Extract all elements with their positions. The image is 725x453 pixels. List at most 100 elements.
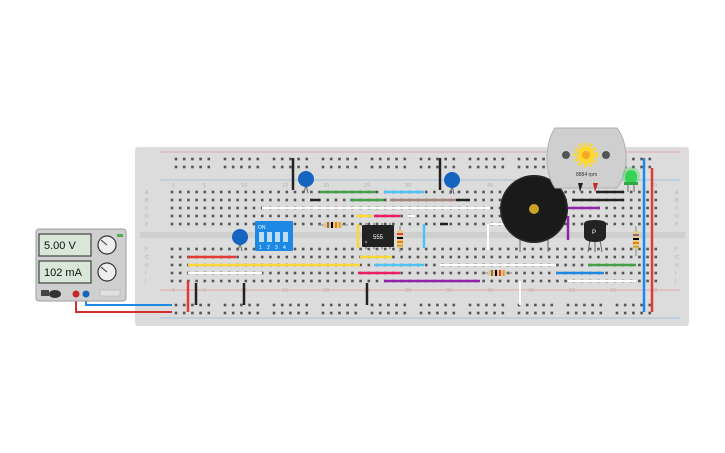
breadboard-hole <box>580 214 584 218</box>
breadboard-hole <box>244 214 248 218</box>
breadboard-hole <box>248 157 251 161</box>
breadboard-hole <box>534 165 537 169</box>
column-label: 60 <box>651 288 657 294</box>
breadboard-hole <box>468 165 472 169</box>
breadboard-hole <box>427 157 431 161</box>
breadboard-hole <box>566 311 570 315</box>
breadboard-hole <box>256 157 260 161</box>
breadboard-hole <box>605 271 608 275</box>
breadboard-hole <box>457 190 461 194</box>
led[interactable] <box>622 167 640 192</box>
breadboard-hole <box>476 165 480 169</box>
breadboard-hole <box>240 165 243 169</box>
row-label: I <box>675 271 676 277</box>
piezo-buzzer[interactable] <box>500 175 568 252</box>
red-terminal <box>72 290 80 298</box>
breadboard-hole <box>490 279 494 283</box>
transistor[interactable]: P <box>584 220 606 253</box>
breadboard-hole <box>400 247 403 251</box>
breadboard-hole <box>474 247 477 251</box>
breadboard-hole <box>572 222 576 226</box>
capacitor[interactable] <box>298 171 314 194</box>
breadboard-hole <box>395 157 398 161</box>
dip-switch[interactable]: ON 1 2 3 4 <box>255 221 293 251</box>
breadboard-hole <box>297 303 300 307</box>
breadboard-hole <box>621 222 625 226</box>
breadboard-hole <box>195 198 198 202</box>
breadboard-hole <box>187 190 190 194</box>
breadboard-hole <box>342 214 346 218</box>
breadboard-hole <box>556 279 559 283</box>
breadboard-hole <box>476 157 480 161</box>
breadboard-hole <box>297 157 300 161</box>
breadboard-hole <box>244 247 248 251</box>
breadboard-hole <box>280 165 284 169</box>
breadboard-hole <box>378 311 382 315</box>
breadboard-hole <box>564 247 567 251</box>
capacitor[interactable] <box>232 229 248 252</box>
breadboard-hole <box>383 222 387 226</box>
breadboard-hole <box>433 222 436 226</box>
breadboard-hole <box>506 247 510 251</box>
breadboard-hole <box>211 198 215 202</box>
breadboard-hole <box>441 247 444 251</box>
resistor[interactable] <box>482 270 512 276</box>
breadboard-hole <box>648 165 652 169</box>
breadboard-hole <box>638 279 641 283</box>
breadboard-hole <box>646 198 649 202</box>
breadboard-hole <box>301 247 305 251</box>
breadboard-hole <box>493 303 496 307</box>
breadboard-hole <box>359 247 362 251</box>
motor-rpm-readout: 8884 rpm <box>576 172 597 178</box>
breadboard-hole <box>654 214 658 218</box>
dc-motor[interactable]: 8884 rpm <box>546 127 627 192</box>
breadboard-hole <box>293 255 297 259</box>
breadboard-hole <box>178 190 182 194</box>
breadboard-hole <box>493 165 496 169</box>
breadboard-hole <box>632 157 635 161</box>
breadboard-hole <box>228 222 231 226</box>
breadboard-hole <box>646 263 649 267</box>
breadboard-hole <box>408 247 412 251</box>
breadboard-hole <box>277 279 280 283</box>
breadboard-hole <box>199 165 202 169</box>
breadboard-hole <box>170 222 174 226</box>
breadboard-hole <box>170 247 174 251</box>
current-display <box>38 260 92 284</box>
breadboard-hole <box>476 311 480 315</box>
resistor[interactable] <box>633 226 639 256</box>
wires[interactable] <box>186 158 654 312</box>
row-label: A <box>145 190 149 196</box>
breadboard-hole <box>280 157 284 161</box>
breadboard-hole <box>293 214 297 218</box>
breadboard-hole <box>223 303 227 307</box>
column-label: 40 <box>487 288 493 294</box>
breadboard-hole <box>640 311 643 315</box>
resistor[interactable] <box>397 226 403 252</box>
breadboard-hole <box>277 214 280 218</box>
breadboard-hole <box>260 255 264 259</box>
breadboard-hole <box>269 279 272 283</box>
breadboard-hole <box>252 214 256 218</box>
breadboard-hole <box>240 311 243 315</box>
power-supply[interactable]: 5.00 V 102 mA <box>35 228 127 302</box>
breadboard-hole <box>318 190 321 194</box>
resistor[interactable] <box>318 222 348 228</box>
capacitor[interactable] <box>444 172 460 195</box>
breadboard-hole <box>482 214 485 218</box>
breadboard-hole <box>277 198 280 202</box>
breadboard-hole <box>424 255 428 259</box>
breadboard-hole <box>648 311 652 315</box>
breadboard-hole <box>346 303 349 307</box>
breadboard-hole <box>498 214 502 218</box>
breadboard-hole <box>387 303 390 307</box>
breadboard-hole <box>583 311 586 315</box>
breadboard-hole <box>178 198 182 202</box>
timer-ic[interactable]: 555 <box>362 223 394 249</box>
breadboard-hole <box>269 190 272 194</box>
breadboard-hole <box>444 303 447 307</box>
column-label: 15 <box>282 288 288 294</box>
breadboard-hole <box>525 303 529 307</box>
row-label: C <box>675 206 679 212</box>
